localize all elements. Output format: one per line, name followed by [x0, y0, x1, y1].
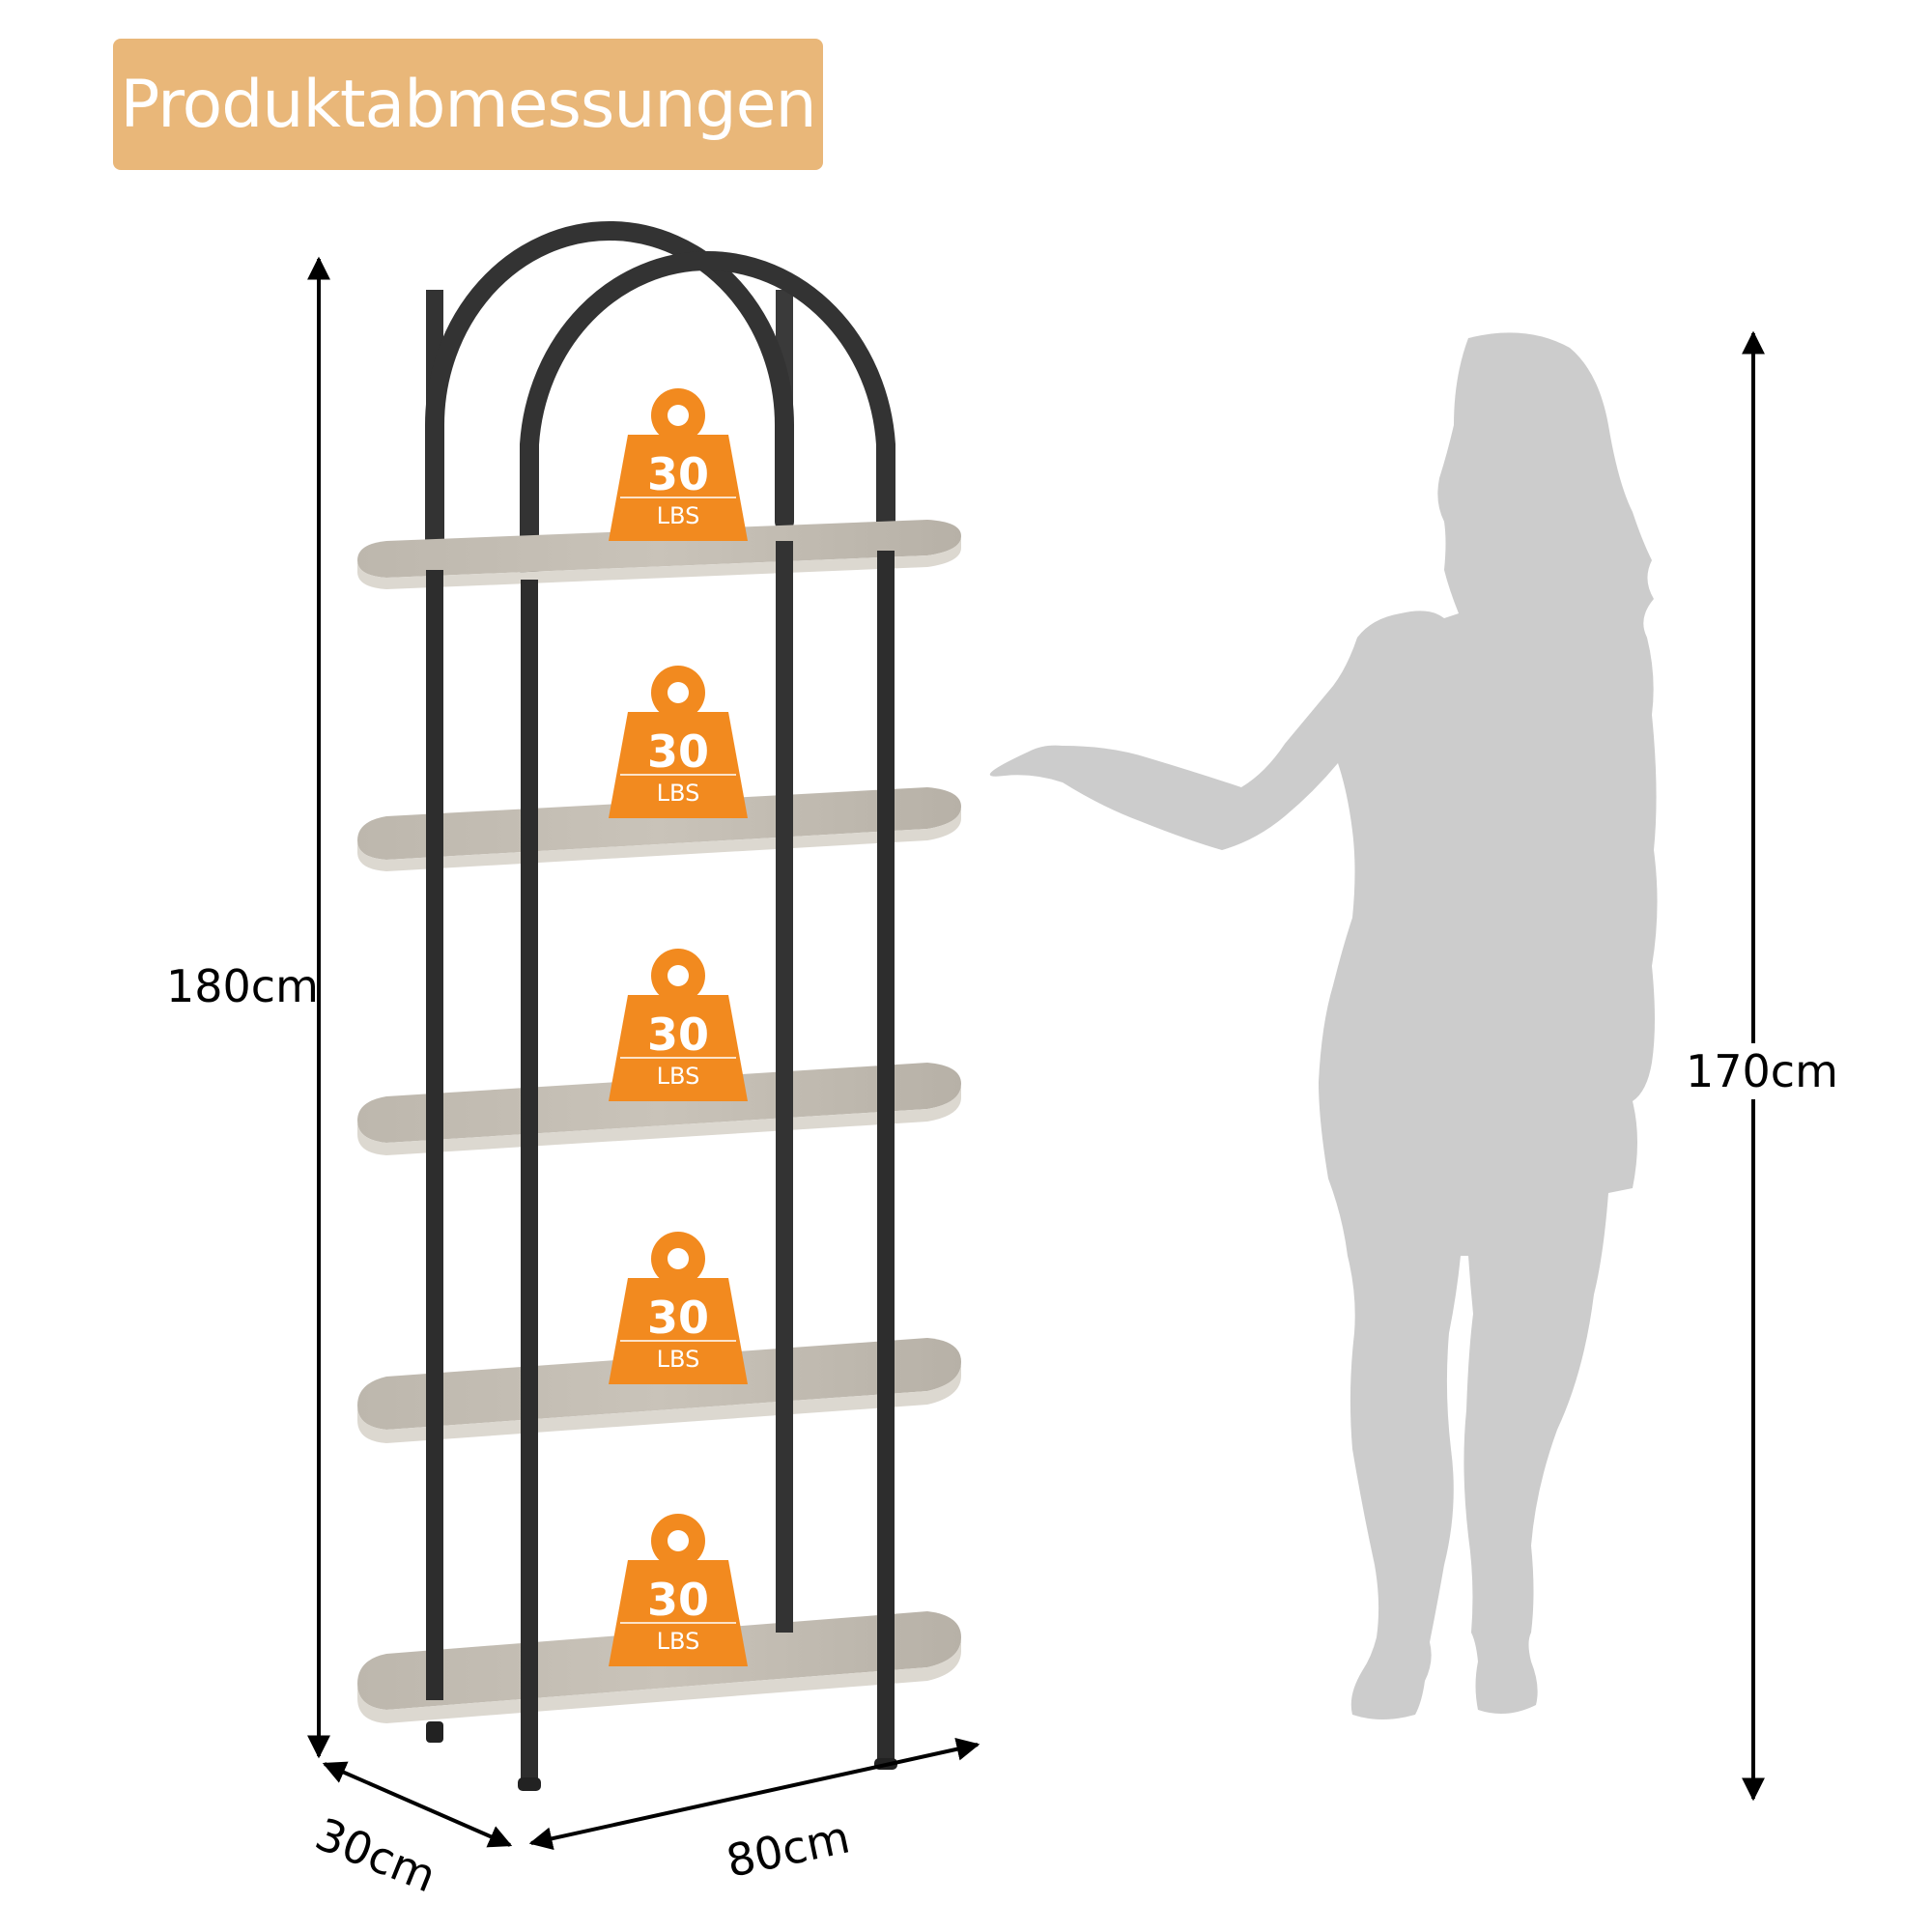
person-silhouette	[989, 332, 1658, 1719]
svg-text:30: 30	[647, 1009, 709, 1061]
svg-text:LBS: LBS	[657, 1628, 700, 1655]
weight-icon: 30 LBS	[609, 666, 748, 818]
front-posts	[426, 541, 897, 1791]
svg-text:30: 30	[647, 1574, 709, 1626]
width-dimension-arrow	[528, 1737, 980, 1851]
svg-text:LBS: LBS	[657, 1346, 700, 1373]
svg-text:LBS: LBS	[657, 780, 700, 807]
weight-icon: 30 LBS	[609, 388, 748, 541]
person-height-label: 170cm	[1686, 1043, 1838, 1099]
shelf-1	[357, 520, 961, 589]
depth-dimension-arrow	[322, 1761, 513, 1848]
page-title: Produktabmessungen	[120, 66, 816, 143]
svg-text:30: 30	[647, 448, 709, 500]
weight-icon: 30 LBS	[609, 949, 748, 1101]
title-banner: Produktabmessungen	[113, 39, 823, 170]
svg-text:30: 30	[647, 1292, 709, 1344]
foot	[426, 1721, 443, 1743]
weight-badges: 30 LBS 30 LBS 30 LBS 30 LBS	[609, 388, 748, 1666]
weight-icon: 30 LBS	[609, 1232, 748, 1384]
shelf-3	[357, 1063, 961, 1155]
shelf-2	[357, 787, 961, 871]
foot	[518, 1777, 541, 1791]
svg-text:LBS: LBS	[657, 1063, 700, 1090]
svg-text:30: 30	[647, 725, 709, 778]
svg-text:LBS: LBS	[657, 502, 700, 529]
weight-icon: 30 LBS	[609, 1514, 748, 1666]
height-label: 180cm	[166, 960, 319, 1012]
arch-frame	[425, 220, 895, 580]
